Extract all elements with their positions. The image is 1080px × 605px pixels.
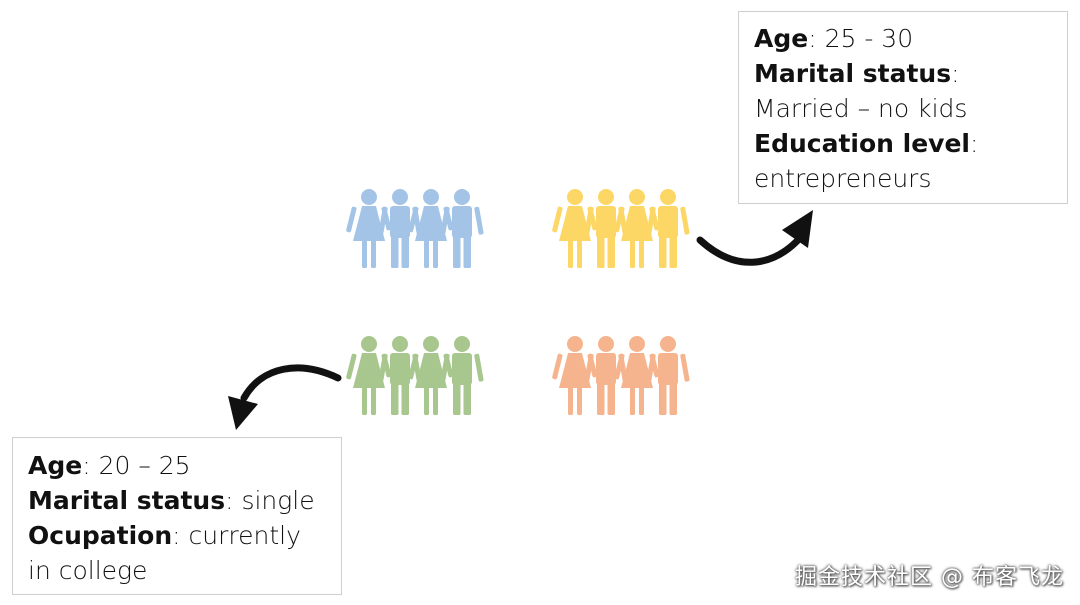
- age-label: Age: [28, 451, 83, 480]
- person-woman-icon: [613, 189, 660, 268]
- person-woman-icon: [407, 189, 454, 268]
- curved-arrow-to-top-right-box: [696, 210, 813, 266]
- people-group-yellow: [551, 189, 690, 268]
- person-man-icon: [378, 336, 422, 415]
- education-level-label: Education level: [754, 129, 971, 158]
- age-value: : 20 – 25: [82, 451, 191, 480]
- people-group-green: [345, 336, 484, 415]
- person-man-icon: [584, 336, 628, 415]
- occupation-label: Ocupation: [28, 521, 173, 550]
- people-group-orange: [551, 336, 690, 415]
- occupation-value-line-2: in college: [28, 556, 148, 585]
- person-woman-icon: [345, 189, 392, 268]
- segment-info-box-green: Age: 20 – 25 Marital status: single Ocup…: [12, 437, 342, 595]
- person-man-icon: [584, 189, 628, 268]
- people-group-blue: [345, 189, 484, 268]
- age-value: : 25 - 30: [808, 24, 914, 53]
- person-woman-icon: [613, 336, 660, 415]
- age-label: Age: [754, 24, 809, 53]
- education-level-value: entrepreneurs: [754, 164, 932, 193]
- marital-colon: :: [951, 59, 960, 88]
- person-man-icon: [440, 336, 484, 415]
- person-woman-icon: [551, 189, 598, 268]
- marital-status-label: Marital status: [754, 59, 952, 88]
- person-man-icon: [646, 189, 690, 268]
- person-man-icon: [646, 336, 690, 415]
- person-man-icon: [378, 189, 422, 268]
- occupation-value: : currently: [172, 521, 301, 550]
- person-woman-icon: [345, 336, 392, 415]
- person-woman-icon: [551, 336, 598, 415]
- curved-arrow-to-bottom-left-box: [228, 364, 342, 430]
- watermark-text: 掘金技术社区 @ 布客飞龙: [795, 565, 1064, 590]
- marital-status-value: : single: [225, 486, 315, 515]
- person-woman-icon: [407, 336, 454, 415]
- person-man-icon: [440, 189, 484, 268]
- education-colon: :: [970, 129, 979, 158]
- segment-info-box-yellow: Age: 25 - 30 Marital status: Married – n…: [738, 11, 1068, 204]
- marital-status-label: Marital status: [28, 486, 226, 515]
- marital-status-value: Married – no kids: [754, 94, 968, 123]
